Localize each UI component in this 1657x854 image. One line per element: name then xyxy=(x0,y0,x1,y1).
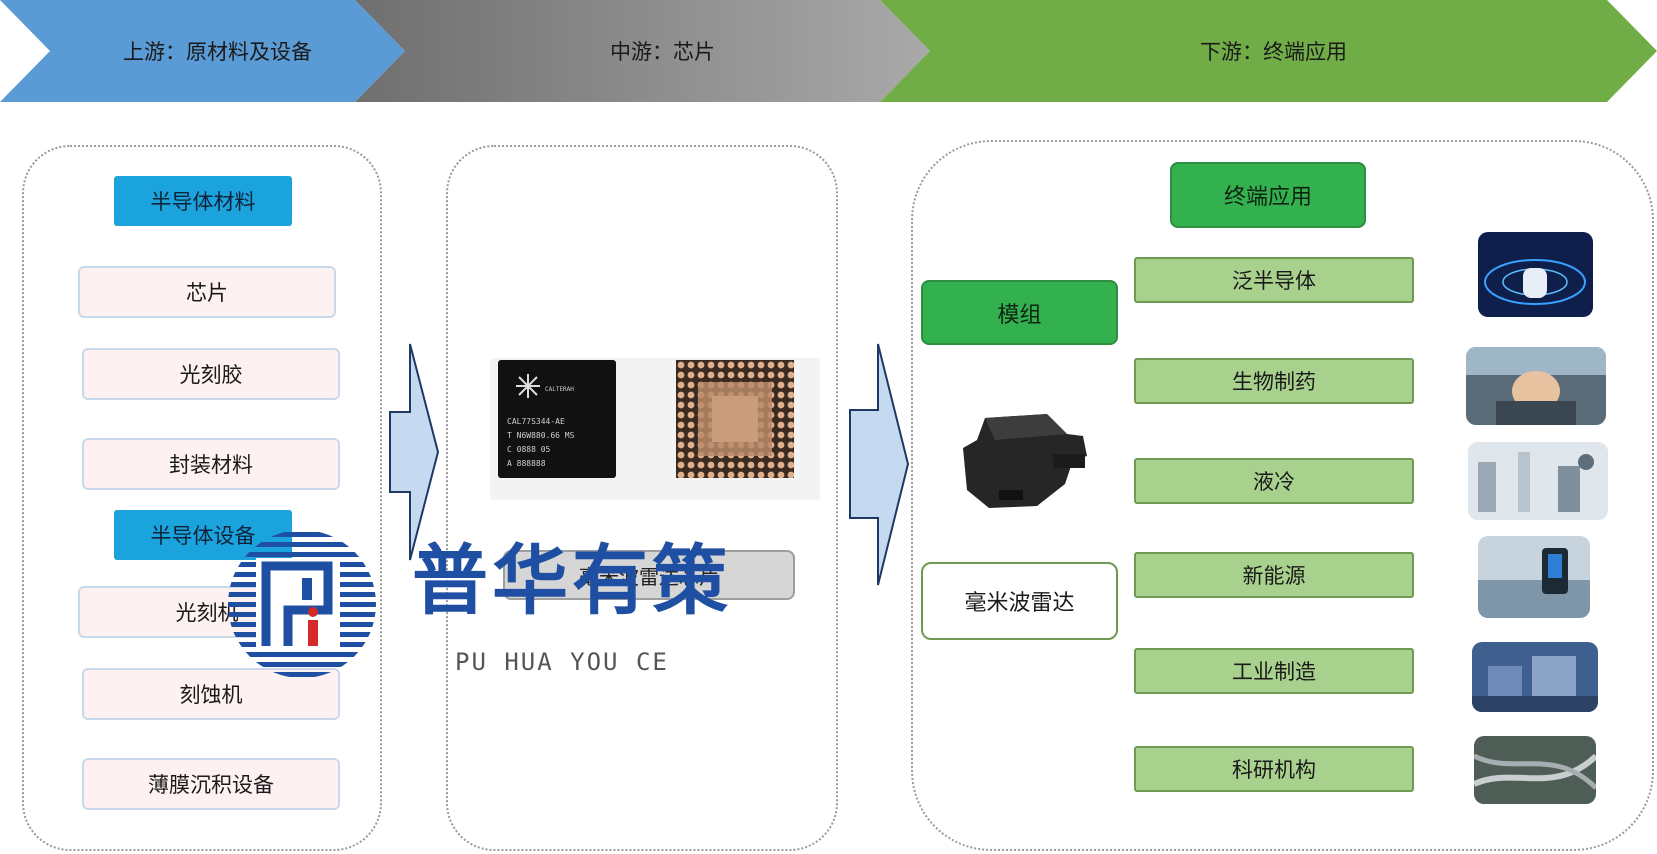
upstream-label: 上游：原材料及设备 xyxy=(123,40,312,64)
app-item: 泛半导体 xyxy=(1134,257,1414,303)
material-item: 封装材料 xyxy=(82,438,340,490)
radar-chip-caption: 毫米波雷达芯片 xyxy=(503,550,795,600)
downstream-chevron: 下游：终端应用 xyxy=(880,0,1657,102)
app-item: 生物制药 xyxy=(1134,358,1414,404)
radar-module-image xyxy=(963,414,1087,508)
chip-marking-1: CAL77S344-AE xyxy=(507,417,565,426)
terminal-apps-title: 终端应用 xyxy=(1170,162,1366,228)
mmwave-radar-label: 毫米波雷达 xyxy=(921,562,1118,640)
radar-chip-bottom-image xyxy=(676,360,794,478)
module-title: 模组 xyxy=(921,280,1118,345)
equipment-title: 半导体设备 xyxy=(114,510,292,560)
midstream-label: 中游：芯片 xyxy=(610,40,715,64)
material-item: 芯片 xyxy=(78,266,336,318)
radar-chip-top-image: CALTERAH CAL77S344-AE T N6W880.66 MS C 0… xyxy=(498,360,616,478)
app-item: 工业制造 xyxy=(1134,648,1414,694)
watermark-english: PU HUA YOU CE xyxy=(455,648,669,676)
upstream-chevron: 上游：原材料及设备 xyxy=(0,0,405,102)
app-item: 新能源 xyxy=(1134,552,1414,598)
puhua-logo-image xyxy=(228,532,376,677)
chip-marking-2: T N6W880.66 MS xyxy=(507,431,575,440)
material-item: 光刻胶 xyxy=(82,348,340,400)
midstream-chevron: 中游：芯片 xyxy=(355,0,930,102)
midstream-panel xyxy=(446,145,838,851)
app-item: 科研机构 xyxy=(1134,746,1414,792)
chip-marking-4: A 888888 xyxy=(507,459,546,468)
thumb-highway-image xyxy=(1474,736,1596,804)
downstream-panel xyxy=(911,140,1654,851)
flow-arrow-2 xyxy=(849,343,910,586)
chip-marking-3: C 0888 05 xyxy=(507,445,551,454)
svg-text:CALTERAH: CALTERAH xyxy=(545,386,574,393)
watermark-chinese: 普华有策 xyxy=(412,536,732,625)
materials-title: 半导体材料 xyxy=(114,176,292,226)
thumb-ev-charging-image xyxy=(1478,536,1590,618)
thumb-car-radar-image xyxy=(1478,232,1593,317)
upstream-panel xyxy=(22,145,382,851)
thumb-child-seat-image xyxy=(1466,347,1606,425)
thumb-factory-robot-image xyxy=(1468,442,1608,520)
app-item: 液冷 xyxy=(1134,458,1414,504)
flow-arrow-1 xyxy=(389,343,440,561)
equipment-item: 薄膜沉积设备 xyxy=(82,758,340,810)
downstream-label: 下游：终端应用 xyxy=(1200,40,1347,64)
thumb-industrial-image xyxy=(1472,642,1598,712)
